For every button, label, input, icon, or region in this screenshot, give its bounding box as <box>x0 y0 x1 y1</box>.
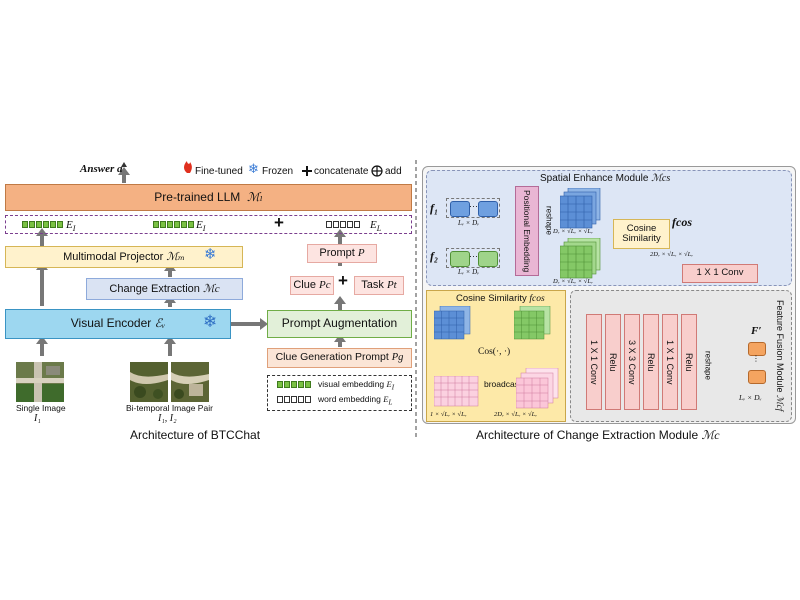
emb-ei2: EI <box>196 219 206 234</box>
fprime-label: F′ <box>751 325 762 337</box>
visual-embedding-1 <box>22 221 63 228</box>
cos-op: Cos(·, ·) <box>478 347 511 357</box>
snowflake-icon-projector: ❄ <box>204 246 217 263</box>
clue-task-plus: + <box>338 271 348 290</box>
legend-frozen: Frozen <box>262 166 294 177</box>
f2-token-a <box>450 251 470 267</box>
pretrained-llm-box: Pre-trained LLM ℳₗ <box>5 184 412 211</box>
word-embedding <box>326 221 360 228</box>
f1-ellipsis: ··· <box>469 201 478 211</box>
cos-dim-b: 2Dᵥ × √Lᵥ × √Lᵥ <box>494 411 538 418</box>
bitemporal-image-1 <box>130 362 168 402</box>
prompt-box: Prompt P <box>307 244 377 263</box>
broadcast-label: broadcast <box>484 379 522 389</box>
f2-dim: Lᵥ × Dᵥ <box>458 268 480 276</box>
f2-label: f₂ <box>430 249 439 263</box>
cos-panel-similarity-map <box>434 376 479 407</box>
f2-token-group <box>446 248 500 268</box>
f2-feature-cube <box>560 238 601 279</box>
visual-embedding-2 <box>153 221 194 228</box>
answer-label: Answer a <box>80 163 123 175</box>
clue-box: Clue Pc <box>290 276 334 295</box>
pair-label: Bi-temporal Image Pair <box>126 403 213 413</box>
ffm-layer-2: Relu <box>605 314 621 410</box>
f1-dim: Lᵥ × Dᵥ <box>458 219 480 227</box>
concat-plus: + <box>274 213 284 232</box>
fire-icon <box>184 161 192 173</box>
change-extraction-box: Change Extraction ℳc <box>86 278 243 300</box>
left-caption: Architecture of BTCChat <box>130 428 261 442</box>
cos-panel-broadcast-cube <box>516 368 559 409</box>
embedding-row <box>5 215 412 234</box>
single-image-symbol: I₁ <box>34 413 41 424</box>
emb-ei1: EI <box>66 219 76 234</box>
fprime-dim: Lᵥ × Dᵥ <box>739 393 762 402</box>
right-caption: Architecture of Change Extraction Module… <box>476 428 720 442</box>
emb-el: EL <box>370 219 382 234</box>
legend-concatenate: concatenate <box>314 166 369 177</box>
visual-encoder-box: Visual Encoder ℰᵥ <box>5 309 231 339</box>
reshape-label-sem: reshape <box>544 205 554 235</box>
fcos-dim: 2Dᵥ × √Lᵥ × √Lᵥ <box>650 251 694 258</box>
cos-panel-title: Cosine Similarity fcos <box>456 293 545 304</box>
task-box: Task Pt <box>354 276 404 295</box>
f1-token-group <box>446 198 500 218</box>
legend-visual-embedding: visual embedding EI <box>318 379 395 392</box>
pair-symbol: I₁, I₂ <box>158 413 177 424</box>
legend-word-embedding: word embedding EL <box>318 394 393 407</box>
legend-add: add <box>385 166 402 177</box>
cube-dim-1: Dᵥ × √Lᵥ × √Lᵥ <box>553 228 593 235</box>
snowflake-icon-encoder: ❄ <box>203 312 218 331</box>
f1-token-b <box>478 201 498 217</box>
ffm-layer-4: Relu <box>643 314 659 410</box>
f2-ellipsis: ··· <box>469 251 478 261</box>
prompt-augmentation-box: Prompt Augmentation <box>267 310 412 338</box>
cube-dim-2: Dᵥ × √Lᵥ × √Lᵥ <box>553 278 593 285</box>
embedding-legend-box <box>267 375 412 411</box>
conv-1x1-box: 1 X 1 Conv <box>682 264 758 283</box>
f1-token-a <box>450 201 470 217</box>
ffm-layer-3: 3 X 3 Conv <box>624 314 640 410</box>
fprime-token-a <box>748 342 766 356</box>
cosine-similarity-box: Cosine Similarity <box>613 219 670 249</box>
clue-generation-prompt-box: Clue Generation Prompt Pg <box>267 348 412 368</box>
sem-title: Spatial Enhance Module ℳcs <box>540 173 671 184</box>
single-image-label: Single Image <box>16 403 66 413</box>
cos-panel-green-cube <box>514 306 551 340</box>
f1-label: f₁ <box>430 201 439 215</box>
fprime-token-b <box>748 370 766 384</box>
single-image-thumbnail <box>16 362 64 402</box>
cos-panel-blue-cube <box>434 306 471 340</box>
bitemporal-image-2 <box>171 362 209 402</box>
f2-token-b <box>478 251 498 267</box>
f1-feature-cube <box>560 188 601 229</box>
reshape-label-ffm: reshape <box>703 350 713 380</box>
legend-word-embedding-swatch <box>277 396 311 403</box>
fcos-label: fcos <box>672 215 692 229</box>
fprime-ellipsis: ⋮ <box>752 354 760 363</box>
legend-visual-embedding-swatch <box>277 381 311 388</box>
legend-finetuned: Fine-tuned <box>195 166 243 177</box>
ffm-layer-5: 1 X 1 Conv <box>662 314 678 410</box>
ffm-layer-1: 1 X 1 Conv <box>586 314 602 410</box>
snowflake-icon: ❄ <box>248 161 259 176</box>
ffm-title: Feature Fusion Module ℳcf <box>775 300 785 412</box>
positional-embedding-box: Positional Embedding <box>515 186 539 276</box>
ffm-layer-6: Relu <box>681 314 697 410</box>
cos-dim-a: 1 × √Lᵥ × √Lᵥ <box>430 411 467 418</box>
multimodal-projector-box: Multimodal Projector ℳₘ <box>5 246 243 268</box>
